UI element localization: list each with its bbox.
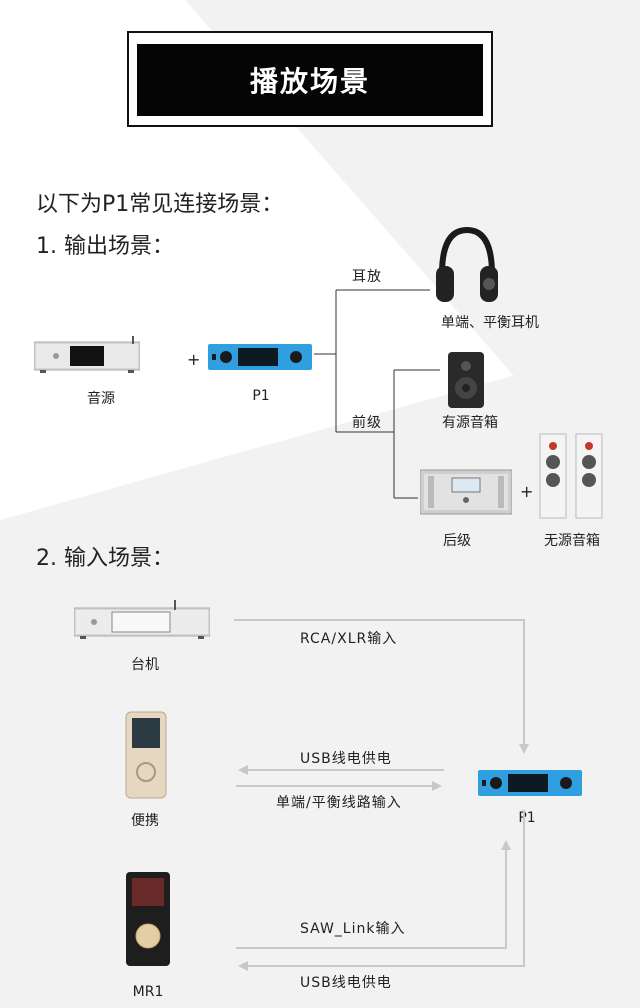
source-label: 音源 — [87, 391, 115, 407]
headphone-device-label: 单端、平衡耳机 — [441, 315, 539, 331]
mr1-label: MR1 — [132, 984, 164, 1000]
p1-device-icon — [208, 344, 312, 370]
portable-device-icon — [125, 711, 167, 799]
plus-sign: + — [187, 350, 201, 369]
active-speaker-label: 有源音箱 — [442, 415, 498, 431]
desktop-device-icon — [74, 600, 210, 639]
mr1-link-label: SAW_Link输入 — [300, 921, 406, 937]
portable-label: 便携 — [131, 813, 159, 829]
intro-text: 以下为P1常见连接场景： — [36, 192, 284, 217]
input-heading: 2. 输入场景： — [36, 546, 174, 571]
p1-device-input-icon — [478, 770, 582, 796]
power-amp-icon — [420, 469, 512, 515]
power-amp-label: 后级 — [443, 533, 471, 549]
headphone-branch-label: 耳放 — [352, 269, 382, 285]
passive-speaker-label: 无源音箱 — [544, 533, 600, 549]
mr1-device-icon — [126, 872, 170, 966]
page-title: 播放场景 — [137, 44, 483, 116]
active-speaker-icon — [448, 352, 484, 408]
preamp-branch-label: 前级 — [352, 415, 382, 431]
output-heading: 1. 输出场景： — [36, 234, 174, 259]
source-device-icon — [34, 336, 140, 373]
desktop-label: 台机 — [131, 657, 159, 673]
plus-sign-2: + — [520, 482, 534, 501]
portable-usb-label: USB线电供电 — [300, 751, 392, 767]
mr1-usb-label: USB线电供电 — [300, 975, 392, 991]
headphone-icon — [436, 226, 498, 302]
p1-label-input: P1 — [518, 810, 536, 826]
p1-label-output: P1 — [252, 388, 270, 404]
portable-line-label: 单端/平衡线路输入 — [276, 795, 402, 811]
passive-speakers-icon — [539, 433, 603, 519]
desktop-link-label: RCA/XLR输入 — [300, 631, 398, 647]
